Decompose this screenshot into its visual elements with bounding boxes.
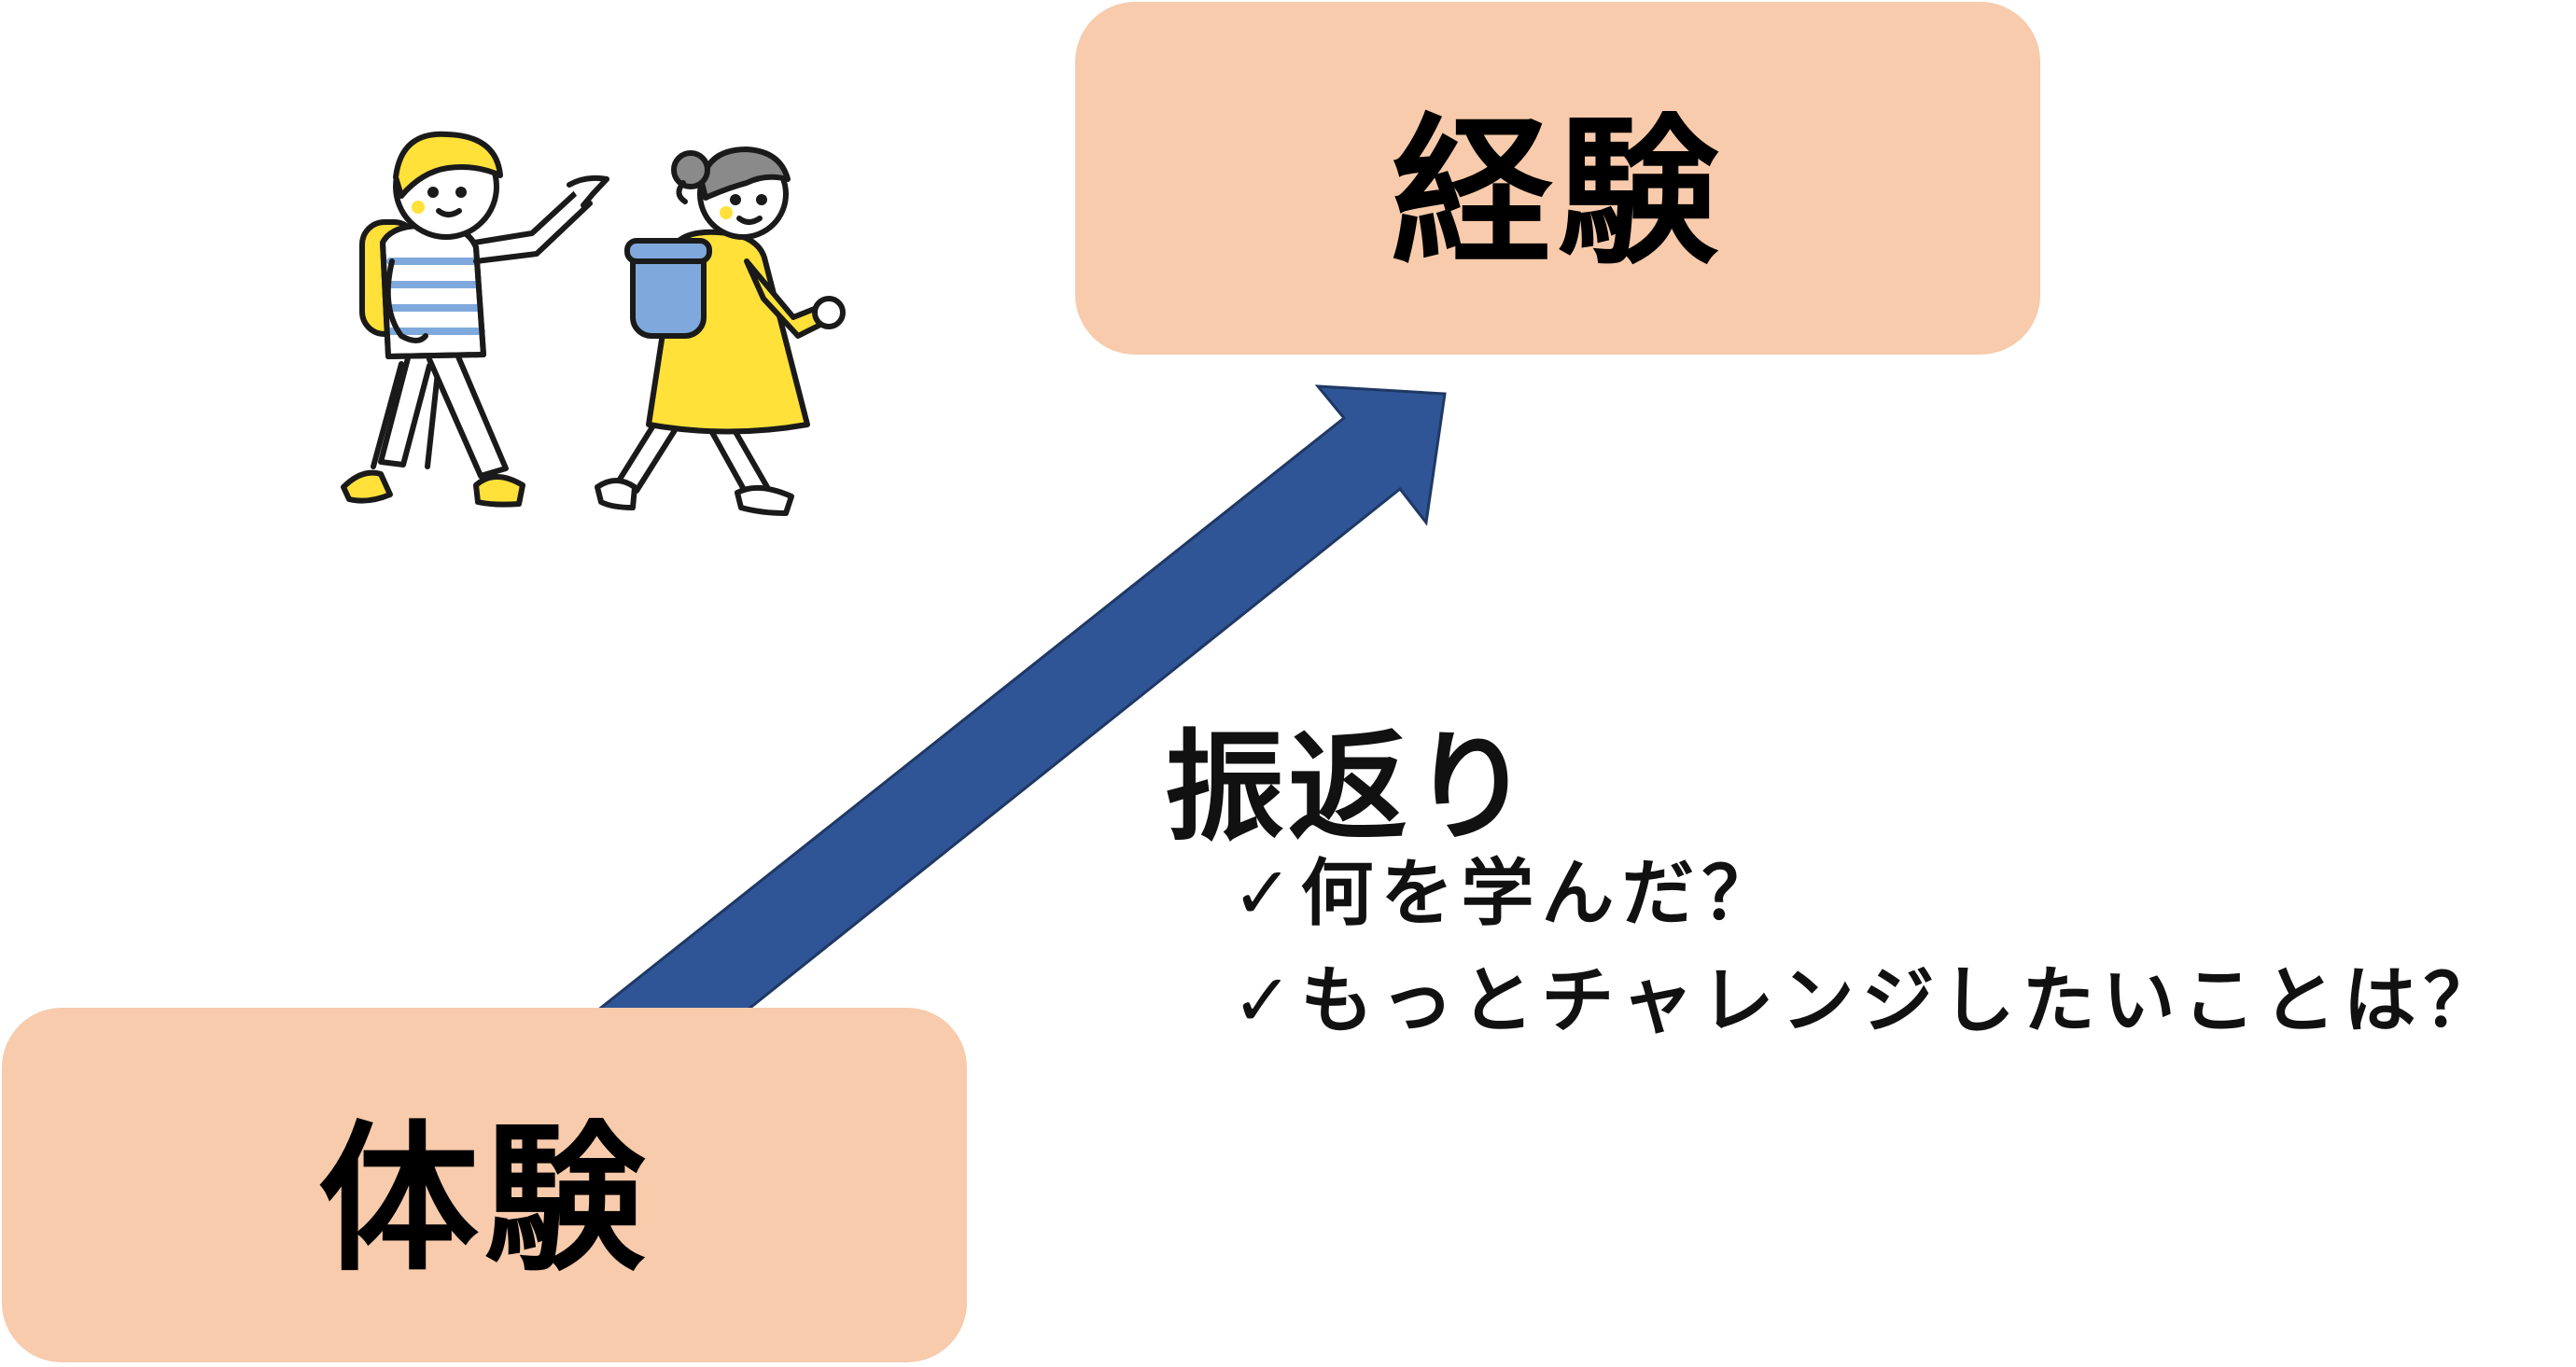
- experience-label: 経験: [1392, 99, 1724, 286]
- reflection-question-2: ✓もっとチャレンジしたいことは？: [1232, 959, 2504, 1043]
- girl-figure: [595, 146, 846, 516]
- two-children-walking-icon: [341, 131, 846, 516]
- reflection-title: 振返り: [1165, 718, 1535, 858]
- activity-box: 体験: [2, 1008, 967, 1362]
- diagonal-arrow-shape: [593, 384, 1447, 1012]
- boy-figure: [341, 131, 609, 508]
- activity-label: 体験: [318, 1106, 651, 1293]
- experience-box: 経験: [1075, 2, 2040, 355]
- reflection-question-1: ✓何を学んだ？: [1232, 852, 1783, 936]
